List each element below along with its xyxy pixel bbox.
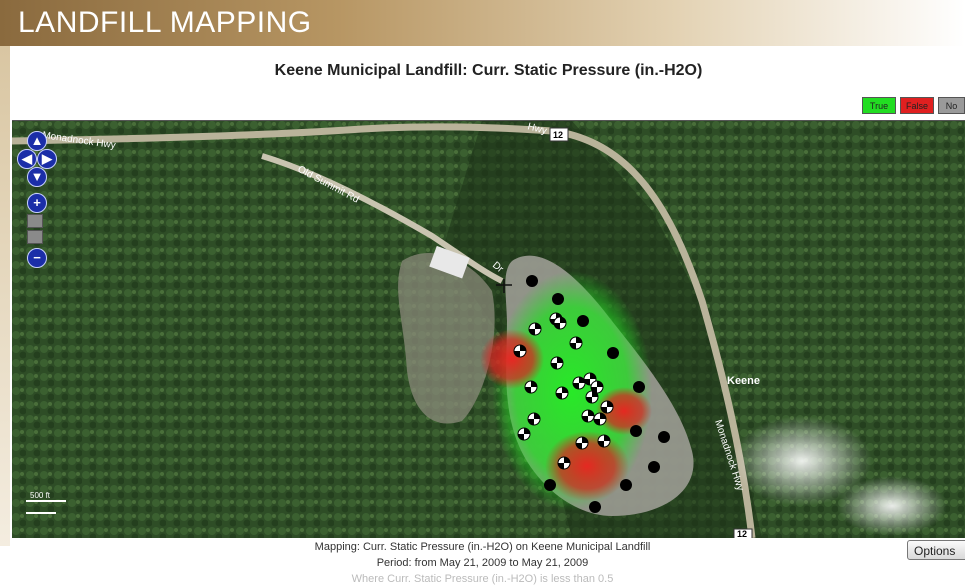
legend-no-data[interactable]: No	[938, 97, 965, 114]
footer-mapping: Mapping: Curr. Static Pressure (in.-H2O)…	[314, 541, 651, 553]
well-marker-sampled[interactable]	[569, 336, 583, 350]
zone-false-2	[545, 431, 629, 501]
zoom-level-bar[interactable]	[27, 214, 43, 228]
road-monadnock-hwy-top	[12, 123, 553, 145]
well-marker-sampled[interactable]	[593, 412, 607, 426]
well-marker[interactable]	[620, 479, 632, 491]
well-marker-sampled[interactable]	[517, 427, 531, 441]
pan-right-button[interactable]: ▶	[37, 149, 57, 169]
well-marker-sampled[interactable]	[572, 376, 586, 390]
well-marker[interactable]	[552, 293, 564, 305]
zone-false-3	[596, 387, 652, 435]
well-marker-sampled[interactable]	[583, 372, 597, 386]
zoom-level-bar[interactable]	[27, 230, 43, 244]
map-zoom-control: ▲ ◀ ▶ ▼ + −	[17, 131, 57, 276]
cloud-2	[837, 476, 947, 536]
legend-bar: True False No	[12, 94, 965, 121]
well-marker-sampled[interactable]	[585, 390, 599, 404]
well-marker-sampled[interactable]	[600, 400, 614, 414]
facility-area	[398, 252, 495, 424]
legend-true[interactable]: True	[862, 97, 896, 114]
well-marker[interactable]	[630, 425, 642, 437]
well-marker[interactable]	[658, 431, 670, 443]
building	[429, 245, 470, 279]
label-hwy: Hwy	[526, 121, 548, 137]
well-marker-sampled[interactable]	[527, 412, 541, 426]
side-decoration	[0, 46, 10, 546]
map-panel: Keene Municipal Landfill: Curr. Static P…	[12, 46, 965, 540]
app-title: LANDFILL MAPPING	[18, 6, 312, 39]
app-banner: LANDFILL MAPPING	[0, 0, 965, 46]
well-marker-sampled[interactable]	[513, 344, 527, 358]
map-view[interactable]: Monadnock Hwy Old Summit Rd Hwy Dr Monad…	[12, 121, 965, 538]
well-marker[interactable]	[589, 501, 601, 513]
well-marker-sampled[interactable]	[597, 434, 611, 448]
well-markers[interactable]	[496, 275, 670, 513]
well-marker-sampled[interactable]	[528, 322, 542, 336]
well-marker-sampled[interactable]	[555, 386, 569, 400]
legend-false[interactable]: False	[900, 97, 934, 114]
well-marker[interactable]	[633, 381, 645, 393]
zone-false-1	[480, 329, 544, 389]
well-marker[interactable]	[648, 461, 660, 473]
route-shield-top-label: 12	[553, 130, 563, 140]
survey-marker-icon	[496, 279, 512, 293]
well-marker-sampled[interactable]	[553, 316, 567, 330]
chart-title: Keene Municipal Landfill: Curr. Static P…	[274, 62, 703, 79]
well-marker[interactable]	[526, 275, 538, 287]
scale-bar: 500 ft	[26, 491, 66, 514]
footer-period: Period: from May 21, 2009 to May 21, 200…	[376, 557, 589, 569]
label-keene: Keene	[727, 375, 760, 387]
cloud-1	[732, 416, 872, 506]
well-marker-sampled[interactable]	[550, 356, 564, 370]
scale-label: 500 ft	[30, 491, 51, 500]
satellite-map[interactable]: Monadnock Hwy Old Summit Rd Hwy Dr Monad…	[12, 121, 965, 538]
well-marker[interactable]	[577, 315, 589, 327]
well-marker-sampled[interactable]	[575, 436, 589, 450]
pan-up-button[interactable]: ▲	[27, 131, 47, 151]
well-marker[interactable]	[607, 347, 619, 359]
road-old-summit	[261, 153, 504, 284]
well-marker-sampled[interactable]	[524, 380, 538, 394]
well-marker[interactable]	[544, 479, 556, 491]
well-marker-sampled[interactable]	[557, 456, 571, 470]
chart-title-bar: Keene Municipal Landfill: Curr. Static P…	[12, 46, 965, 95]
pan-down-button[interactable]: ▼	[27, 167, 47, 187]
zoom-out-button[interactable]: −	[27, 248, 47, 268]
options-button[interactable]: Options	[907, 540, 965, 560]
route-shield-bottom	[733, 528, 753, 538]
well-marker-sampled[interactable]	[581, 409, 595, 423]
zoom-in-button[interactable]: +	[27, 193, 47, 213]
route-shield-top	[549, 127, 569, 142]
pan-left-button[interactable]: ◀	[17, 149, 37, 169]
route-shield-bottom-label: 12	[737, 529, 747, 538]
footer-where: Where Curr. Static Pressure (in.-H2O) is…	[351, 573, 614, 585]
